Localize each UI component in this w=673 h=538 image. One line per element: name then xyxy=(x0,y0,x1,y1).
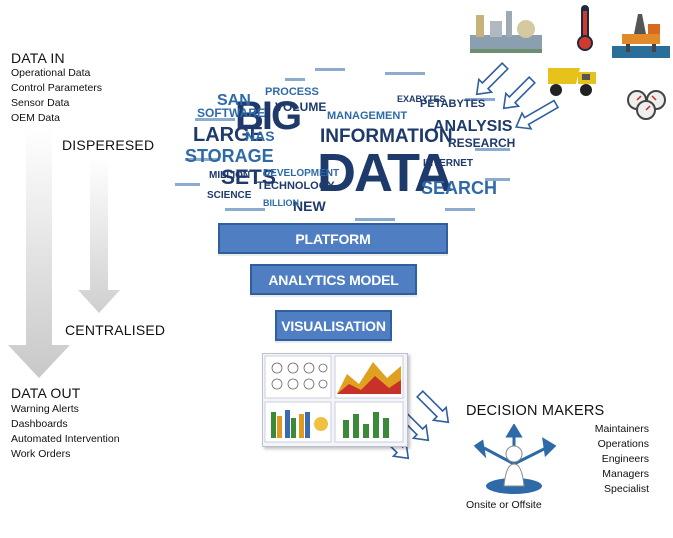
cloud-word-data: DATA xyxy=(317,143,453,203)
cloud-word: PETABYTES xyxy=(420,98,486,110)
cloud-word: SAN xyxy=(217,92,251,109)
data-out-item: Work Orders xyxy=(11,448,71,460)
hollow-arrow-icon xyxy=(502,76,536,110)
cloud-word: BILLION xyxy=(263,198,299,208)
cloud-word: SEARCH xyxy=(421,178,498,198)
centralised-label: CENTRALISED xyxy=(65,322,166,338)
data-in-item: Sensor Data xyxy=(11,97,70,109)
word-cloud-filler xyxy=(175,68,510,221)
data-in-list: Operational Data Control Parameters Sens… xyxy=(11,66,102,126)
cloud-word: SCIENCE xyxy=(207,190,252,201)
data-out-item: Dashboards xyxy=(11,418,68,430)
hollow-arrow-icon xyxy=(416,390,450,424)
role-item: Engineers xyxy=(601,453,649,465)
onsite-offsite-caption: Onsite or Offsite xyxy=(466,499,542,511)
data-in-item: Control Parameters xyxy=(11,82,103,94)
cloud-word: SETS xyxy=(221,166,276,189)
big-down-arrow xyxy=(8,128,70,378)
cloud-word: MILLION xyxy=(209,170,251,181)
visualisation-box: VISUALISATION xyxy=(275,310,392,341)
cloud-word: EXABYTES xyxy=(397,94,446,104)
dashboard-thumbnail xyxy=(262,353,408,447)
role-item: Managers xyxy=(602,468,649,480)
refinery-icon xyxy=(470,11,542,53)
oil-rig-icon xyxy=(612,14,670,58)
data-in-item: Operational Data xyxy=(11,67,91,79)
cloud-word: VOLUME xyxy=(275,100,327,114)
data-out-item: Automated Intervention xyxy=(11,433,120,445)
cloud-word: SOFTWARE xyxy=(197,106,265,120)
role-item: Operations xyxy=(597,438,649,450)
role-item: Specialist xyxy=(604,483,649,495)
analytics-model-box: ANALYTICS MODEL xyxy=(250,264,417,295)
cloud-word: ANALYSIS xyxy=(433,118,513,135)
cloud-word: LARGE xyxy=(193,124,263,146)
data-out-title: DATA OUT xyxy=(11,385,81,401)
data-in-title: DATA IN xyxy=(11,50,65,66)
cloud-word: PROCESS xyxy=(265,86,319,98)
decision-makers-roles: Maintainers Operations Engineers Manager… xyxy=(595,422,649,497)
small-down-arrow xyxy=(78,158,120,313)
data-out-item: Warning Alerts xyxy=(11,403,79,415)
thermometer-icon xyxy=(577,5,593,51)
pressure-gauges-icon xyxy=(627,90,666,120)
cloud-word: NAS xyxy=(245,128,275,144)
cloud-word: NEW xyxy=(293,198,326,214)
big-data-word-cloud: BIG DATA INFORMATION LARGE STORAGE SETS … xyxy=(165,58,520,230)
hollow-arrow-icon xyxy=(475,62,509,96)
data-in-item: OEM Data xyxy=(11,112,61,124)
cloud-word: STORAGE xyxy=(185,146,274,166)
cloud-word: MANAGEMENT xyxy=(327,110,408,122)
cloud-word: INFORMATION xyxy=(320,126,453,147)
data-out-list: Warning Alerts Dashboards Automated Inte… xyxy=(11,402,120,462)
decision-makers-title: DECISION MAKERS xyxy=(466,403,605,419)
dump-truck-icon xyxy=(548,68,596,96)
dispersed-label: DISPERESED xyxy=(62,137,155,153)
cloud-word: TECHNOLOGY xyxy=(257,180,335,192)
cloud-word: RESEARCH xyxy=(448,136,516,150)
cloud-word: DEVELOPMENT xyxy=(263,168,340,179)
role-item: Maintainers xyxy=(594,423,649,435)
cloud-word: INTERNET xyxy=(423,158,473,169)
platform-box: PLATFORM xyxy=(218,223,448,254)
decision-person-icon xyxy=(473,424,557,494)
cloud-word-big: BIG xyxy=(235,94,302,138)
dashboard-thumbnail-graphics xyxy=(264,355,404,443)
hollow-arrow-icon xyxy=(515,99,560,130)
